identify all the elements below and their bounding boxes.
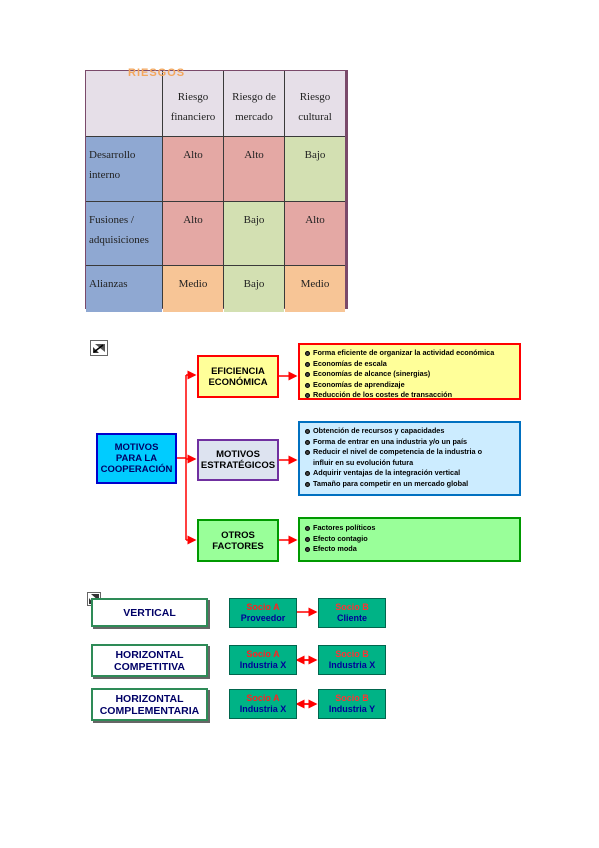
list-item: Tamaño para competir en un mercado globa… — [305, 479, 514, 490]
table-cell: Medio — [285, 266, 345, 312]
table-cell: Alto — [163, 137, 223, 201]
list-item: Forma eficiente de organizar la activida… — [305, 348, 514, 359]
eficiencia-list: Forma eficiente de organizar la activida… — [298, 343, 521, 400]
table-cell: Medio — [163, 266, 223, 312]
socio-a-box: Socio A Industria X — [229, 645, 297, 675]
branch-otros-box: OTROS FACTORES — [197, 519, 279, 562]
socio-a-box: Socio A Industria X — [229, 689, 297, 719]
table-corner: RIESGOS — [86, 67, 184, 136]
motives-root-box: MOTIVOS PARA LA COOPERACIÓN — [96, 433, 177, 484]
row-header: Desarrollo interno — [86, 137, 162, 201]
integration-type-horizontal-complementaria: HORIZONTAL COMPLEMENTARIA — [91, 688, 208, 721]
list-item: Forma de entrar en una industria y/o un … — [305, 437, 514, 448]
table-cell: Bajo — [224, 202, 284, 265]
integration-type-horizontal-competitiva: HORIZONTAL COMPETITIVA — [91, 644, 208, 677]
socio-b-box: Socio B Industria X — [318, 645, 386, 675]
column-header: Riesgo de mercado — [224, 71, 284, 136]
list-item: Economías de alcance (sinergias) — [305, 369, 514, 380]
list-item: Reducción de los costes de transacción — [305, 390, 514, 401]
table-cell: Bajo — [285, 137, 345, 201]
socio-a-box: Socio A Proveedor — [229, 598, 297, 628]
table-cell: Alto — [163, 202, 223, 265]
table-title: RIESGOS — [128, 67, 186, 79]
column-header: Riesgo financiero — [163, 71, 223, 136]
list-item: Efecto contagio — [305, 534, 514, 545]
list-item: Reducir el nivel de competencia de la in… — [305, 447, 514, 458]
list-item: Factores políticos — [305, 523, 514, 534]
list-item: influir en su evolución futura — [313, 457, 414, 467]
row-header: Fusiones / adquisiciones — [86, 202, 162, 265]
list-item: Adquirir ventajas de la integración vert… — [305, 468, 514, 479]
branch-estrategicos-box: MOTIVOS ESTRATÉGICOS — [197, 439, 279, 481]
row-header: Alianzas — [86, 266, 162, 312]
expand-icon[interactable] — [90, 340, 108, 356]
socio-b-box: Socio B Cliente — [318, 598, 386, 628]
risk-table: RIESGOS Riesgo financiero Riesgo de merc… — [85, 67, 348, 312]
table-cell: Alto — [224, 137, 284, 201]
socio-b-box: Socio B Industria Y — [318, 689, 386, 719]
branch-eficiencia-box: EFICIENCIA ECONÓMICA — [197, 355, 279, 398]
estrategicos-list: Obtención de recursos y capacidades Form… — [298, 421, 521, 496]
table-cell: Bajo — [224, 266, 284, 312]
otros-list: Factores políticos Efecto contagio Efect… — [298, 517, 521, 562]
list-item: Obtención de recursos y capacidades — [305, 426, 514, 437]
list-item: Efecto moda — [305, 544, 514, 555]
integration-type-vertical: VERTICAL — [91, 598, 208, 627]
table-cell: Alto — [285, 202, 345, 265]
list-item: Economías de aprendizaje — [305, 380, 514, 391]
column-header: Riesgo cultural — [285, 71, 345, 136]
list-item: Economías de escala — [305, 359, 514, 370]
